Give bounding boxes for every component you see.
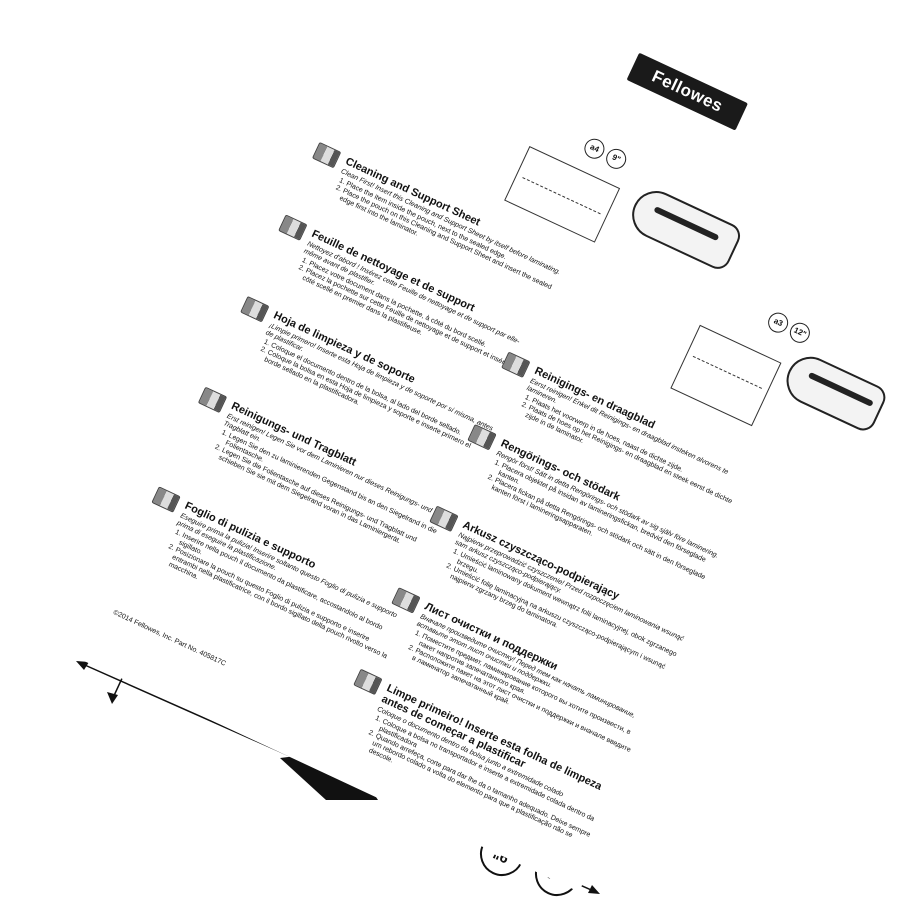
uk-flag-icon [311, 141, 342, 169]
portugal-flag-icon [353, 668, 383, 696]
arrow-head-bottom-left [107, 692, 118, 704]
spain-flag-icon [240, 295, 270, 323]
france-flag-icon [278, 214, 308, 241]
copyright-notice: ©2014 Fellowes, Inc. Part No. 405817C [111, 609, 227, 668]
arrow-head-bottom-right [588, 885, 600, 894]
nine-inch-badge: 9" [602, 145, 630, 173]
a4-badge: a4 [581, 135, 608, 163]
a3-pouch-diagram [670, 324, 782, 427]
italy-flag-icon [151, 486, 181, 513]
twelve-inch-badge: 12" [786, 319, 814, 347]
arrow-head-left [76, 661, 89, 670]
laminator-illustration-a4 [624, 183, 745, 274]
a3-badge: a3 [764, 309, 792, 336]
germany-flag-icon [197, 386, 228, 414]
a4-pouch-diagram [504, 146, 621, 243]
